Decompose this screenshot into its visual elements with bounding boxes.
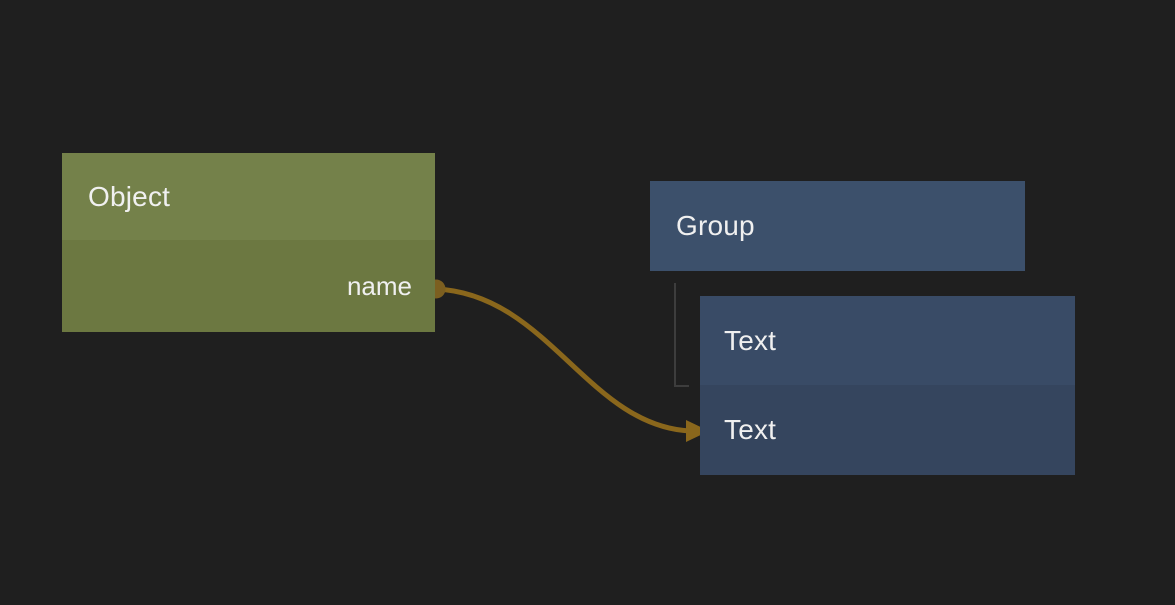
node-group[interactable]: Group — [650, 181, 1025, 271]
node-text-title: Text — [724, 324, 777, 356]
node-text-header[interactable]: Text — [700, 296, 1075, 385]
node-object[interactable]: Object name — [62, 153, 435, 332]
node-object-header[interactable]: Object — [62, 153, 435, 240]
node-text-row-label: Text — [724, 414, 777, 445]
connection-wire[interactable] — [435, 286, 691, 434]
node-group-title: Group — [676, 210, 755, 241]
node-text[interactable]: Text Text — [700, 296, 1075, 475]
node-text-input-row[interactable]: Text — [700, 385, 1075, 475]
node-object-title: Object — [88, 180, 171, 212]
output-port-name-label: name — [346, 270, 412, 301]
group-child-indent-line — [674, 283, 689, 387]
node-object-body: name — [62, 240, 435, 332]
